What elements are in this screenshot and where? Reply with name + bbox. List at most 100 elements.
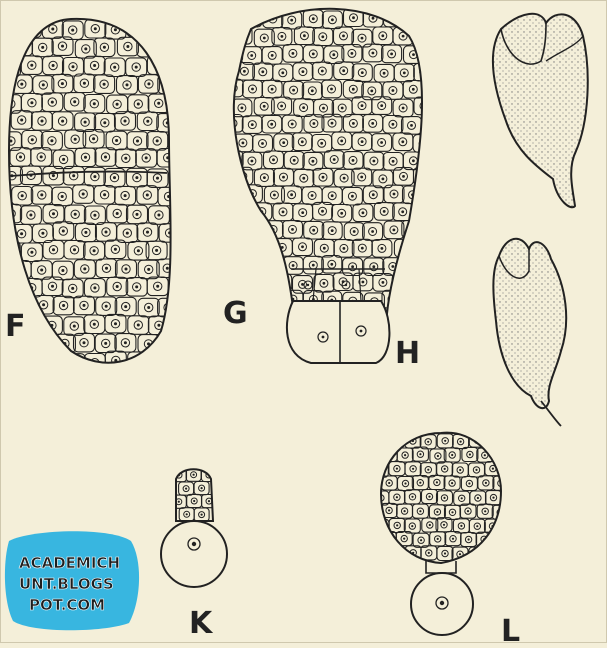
embryo-h-upper-diagram <box>493 14 588 207</box>
cell <box>253 240 273 258</box>
cell-nucleus <box>419 243 427 251</box>
nucleolus <box>391 265 394 268</box>
nucleolus <box>52 212 55 215</box>
nucleolus <box>263 37 266 40</box>
nucleolus <box>146 231 149 234</box>
nucleolus <box>322 107 325 110</box>
nucleolus <box>393 193 396 196</box>
nucleolus <box>476 439 478 441</box>
nucleolus <box>115 139 118 142</box>
nucleolus <box>301 140 304 143</box>
cell-nucleus <box>408 225 416 233</box>
nucleolus <box>404 454 406 456</box>
nucleolus <box>52 64 55 67</box>
nucleolus <box>146 120 149 123</box>
nucleolus <box>263 105 266 108</box>
nucleolus <box>404 510 406 512</box>
nucleolus <box>477 497 479 499</box>
nucleolus <box>243 211 246 214</box>
nucleolus <box>396 496 398 498</box>
cell <box>394 239 414 257</box>
cell-nucleus <box>420 172 428 180</box>
nucleolus <box>381 552 383 554</box>
nucleolus <box>422 142 425 145</box>
nucleolus <box>380 440 382 442</box>
figure-label-f: F <box>5 309 26 344</box>
cell-nucleus <box>7 209 15 217</box>
nucleolus <box>380 104 383 107</box>
nucleolus <box>291 123 294 126</box>
nucleolus <box>302 70 305 73</box>
cell-nucleus <box>378 550 384 556</box>
nucleolus <box>302 106 305 109</box>
cell-nucleus <box>6 63 14 71</box>
cell <box>158 334 179 353</box>
cell-nucleus <box>268 297 276 305</box>
nucleolus <box>422 175 425 178</box>
nucleolus <box>323 282 326 285</box>
nucleolus <box>19 305 22 308</box>
cell-nucleus <box>27 320 35 328</box>
nucleolus <box>156 285 159 288</box>
nucleolus <box>185 488 187 490</box>
cell-nucleus <box>386 451 392 457</box>
nucleolus <box>30 251 33 254</box>
nucleolus <box>421 36 424 39</box>
cell <box>469 547 485 561</box>
nucleolus <box>388 453 390 455</box>
nucleolus <box>387 538 389 540</box>
nucleolus <box>461 497 463 499</box>
nucleolus <box>362 211 365 214</box>
nucleolus <box>105 267 108 270</box>
nucleolus <box>402 35 405 38</box>
nucleolus <box>331 18 334 21</box>
nucleolus <box>157 324 160 327</box>
nucleolus <box>362 281 365 284</box>
nucleolus <box>312 229 315 232</box>
nucleolus <box>147 82 150 85</box>
nucleolus <box>427 469 429 471</box>
nucleolus <box>251 264 254 267</box>
embryo-h-lower-shape <box>493 239 566 408</box>
nucleolus <box>41 232 44 235</box>
cell-nucleus <box>229 50 237 58</box>
nucleolus <box>291 228 294 231</box>
nucleolus <box>475 469 477 471</box>
nucleolus <box>208 500 210 502</box>
nucleolus <box>40 342 43 345</box>
nucleolus <box>320 142 323 145</box>
cell-nucleus <box>143 43 151 51</box>
nucleolus <box>444 468 446 470</box>
cell-nucleus <box>133 24 141 32</box>
nucleolus <box>135 66 138 69</box>
nucleolus <box>484 454 486 456</box>
nucleolus <box>396 524 398 526</box>
nucleolus <box>136 140 139 143</box>
nucleolus <box>437 455 439 457</box>
nucleolus <box>178 501 180 503</box>
nucleolus <box>124 341 127 344</box>
nucleolus <box>10 360 13 363</box>
cell <box>412 29 432 47</box>
nucleolus <box>499 538 501 540</box>
nucleolus <box>104 342 107 345</box>
nucleolus <box>9 140 12 143</box>
nucleolus <box>241 34 244 37</box>
nucleolus <box>83 267 86 270</box>
nucleolus <box>83 82 86 85</box>
cell <box>234 274 254 292</box>
nucleolus <box>51 285 54 288</box>
nucleolus <box>412 53 415 56</box>
nucleolus <box>380 525 382 527</box>
cell-nucleus <box>498 451 504 457</box>
nucleolus <box>124 157 127 160</box>
cell <box>485 548 501 562</box>
nucleolus <box>281 35 284 38</box>
nucleolus <box>492 468 494 470</box>
nucleolus <box>105 305 108 308</box>
figure-label-g: G <box>223 296 248 331</box>
cell <box>413 202 433 220</box>
cell-nucleus <box>164 339 172 347</box>
nucleolus <box>21 194 24 197</box>
cell-nucleus <box>228 191 236 199</box>
